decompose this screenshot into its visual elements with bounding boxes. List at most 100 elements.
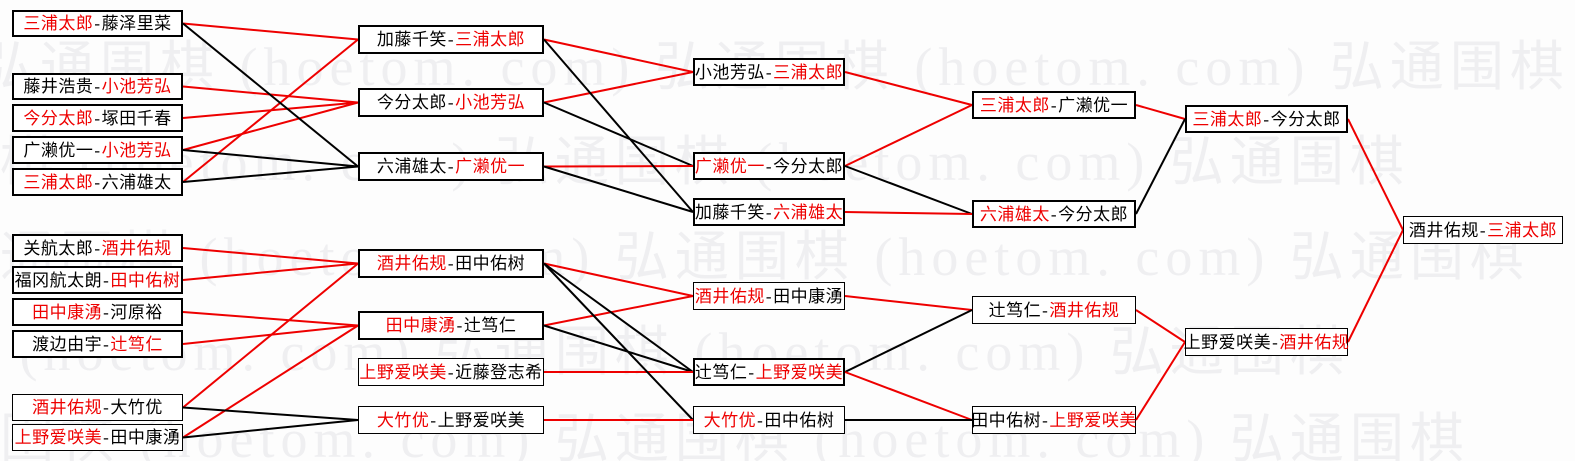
player-left: 酒井佑规 bbox=[376, 254, 447, 273]
player-left: 大竹优 bbox=[703, 410, 757, 430]
match-box[interactable]: 渡边由宇-辻笃仁 bbox=[12, 330, 183, 358]
match-box[interactable]: 六浦雄太-广濑优一 bbox=[358, 152, 544, 181]
player-right: 六浦雄太 bbox=[101, 172, 172, 192]
match-box[interactable]: 田中康湧-辻笃仁 bbox=[358, 311, 544, 340]
player-left: 今分太郎 bbox=[23, 108, 94, 128]
player-right: 三浦太郎 bbox=[455, 30, 526, 49]
player-separator: - bbox=[1042, 300, 1049, 320]
player-left: 酒井佑规 bbox=[1408, 220, 1479, 240]
player-left: 关航太郎 bbox=[23, 238, 94, 258]
match-box[interactable]: 广濑优一-小池芳弘 bbox=[12, 136, 183, 164]
match-box[interactable]: 今分太郎-小池芳弘 bbox=[358, 88, 544, 117]
player-right: 辻笃仁 bbox=[463, 316, 517, 335]
match-box[interactable]: 酒井佑规-三浦太郎 bbox=[1403, 216, 1563, 244]
player-separator: - bbox=[94, 238, 101, 258]
player-separator: - bbox=[765, 62, 773, 82]
player-separator: - bbox=[103, 302, 110, 322]
player-left: 辻笃仁 bbox=[694, 362, 748, 382]
match-box[interactable]: 小池芳弘-三浦太郎 bbox=[693, 58, 845, 86]
player-separator: - bbox=[447, 93, 455, 112]
player-separator: - bbox=[456, 316, 463, 335]
player-left: 广濑优一 bbox=[694, 156, 765, 176]
player-separator: - bbox=[94, 77, 101, 96]
match-box[interactable]: 福冈航太朗-田中佑树 bbox=[12, 266, 183, 294]
player-right: 小池芳弘 bbox=[101, 77, 172, 96]
player-separator: - bbox=[765, 286, 773, 306]
player-right: 酒井佑规 bbox=[1279, 332, 1350, 352]
player-separator: - bbox=[103, 270, 110, 290]
player-right: 小池芳弘 bbox=[101, 140, 172, 160]
player-separator: - bbox=[94, 108, 101, 128]
match-box[interactable]: 田中佑树-上野爱咲美 bbox=[971, 406, 1137, 434]
match-box[interactable]: 三浦太郎-今分太郎 bbox=[1185, 105, 1348, 133]
player-left: 田中康湧 bbox=[32, 302, 103, 322]
match-box[interactable]: 藤井浩贵-小池芳弘 bbox=[12, 73, 183, 100]
match-box[interactable]: 三浦太郎-六浦雄太 bbox=[12, 168, 183, 196]
match-box[interactable]: 上野爱咲美-酒井佑规 bbox=[1183, 328, 1350, 356]
player-right: 广濑优一 bbox=[1058, 95, 1129, 115]
player-right: 六浦雄太 bbox=[773, 202, 844, 222]
player-left: 酒井佑规 bbox=[694, 286, 765, 306]
match-box[interactable]: 今分太郎-塚田千春 bbox=[12, 104, 183, 132]
player-left: 三浦太郎 bbox=[979, 95, 1050, 115]
player-separator: - bbox=[765, 156, 773, 176]
player-separator: - bbox=[1050, 95, 1058, 115]
player-left: 加藤千笑 bbox=[376, 30, 447, 49]
match-box[interactable]: 酒井佑规-田中康湧 bbox=[693, 282, 845, 310]
player-right: 上野爱咲美 bbox=[1049, 410, 1137, 430]
match-box[interactable]: 六浦雄太-今分太郎 bbox=[972, 200, 1136, 228]
player-separator: - bbox=[1050, 204, 1058, 224]
player-separator: - bbox=[447, 157, 455, 176]
player-separator: - bbox=[94, 14, 101, 33]
match-box[interactable]: 大竹优-上野爱咲美 bbox=[358, 406, 544, 434]
player-left: 上野爱咲美 bbox=[14, 428, 103, 447]
player-left: 上野爱咲美 bbox=[1183, 332, 1272, 352]
match-box[interactable]: 田中康湧-河原裕 bbox=[12, 298, 183, 326]
player-right: 酒井佑规 bbox=[101, 238, 172, 258]
player-right: 辻笃仁 bbox=[110, 334, 163, 354]
player-left: 大竹优 bbox=[376, 410, 430, 430]
match-box[interactable]: 上野爱咲美-田中康湧 bbox=[12, 424, 183, 451]
match-box[interactable]: 关航太郎-酒井佑规 bbox=[12, 234, 183, 262]
match-box[interactable]: 三浦太郎-广濑优一 bbox=[972, 91, 1136, 119]
player-separator: - bbox=[94, 140, 101, 160]
player-separator: - bbox=[94, 172, 101, 192]
player-left: 三浦太郎 bbox=[23, 172, 94, 192]
match-box[interactable]: 酒井佑规-田中佑树 bbox=[358, 249, 544, 278]
match-box[interactable]: 广濑优一-今分太郎 bbox=[693, 152, 845, 180]
match-box[interactable]: 上野爱咲美-近藤登志希 bbox=[358, 358, 544, 386]
player-left: 三浦太郎 bbox=[23, 14, 94, 33]
player-separator: - bbox=[447, 30, 455, 49]
player-left: 藤井浩贵 bbox=[23, 77, 94, 96]
player-right: 田中康湧 bbox=[773, 286, 844, 306]
player-separator: - bbox=[103, 398, 110, 417]
player-left: 田中佑树 bbox=[971, 410, 1042, 430]
player-left: 加藤千笑 bbox=[694, 202, 765, 222]
player-right: 塚田千春 bbox=[101, 108, 172, 128]
player-right: 上野爱咲美 bbox=[755, 362, 844, 382]
player-left: 上野爱咲美 bbox=[359, 362, 447, 382]
player-left: 六浦雄太 bbox=[376, 157, 447, 176]
player-right: 河原裕 bbox=[110, 302, 163, 322]
player-separator: - bbox=[1263, 109, 1270, 129]
match-box[interactable]: 三浦太郎-藤泽里菜 bbox=[12, 10, 183, 37]
match-box[interactable]: 大竹优-田中佑树 bbox=[693, 406, 845, 434]
player-right: 田中佑树 bbox=[764, 410, 835, 430]
player-right: 田中康湧 bbox=[110, 428, 181, 447]
player-right: 大竹优 bbox=[110, 398, 163, 417]
player-left: 广濑优一 bbox=[23, 140, 94, 160]
player-right: 酒井佑规 bbox=[1049, 300, 1120, 320]
match-box[interactable]: 酒井佑规-大竹优 bbox=[12, 394, 183, 421]
player-separator: - bbox=[1479, 220, 1487, 240]
match-box[interactable]: 辻笃仁-上野爱咲美 bbox=[693, 358, 845, 386]
player-separator: - bbox=[765, 202, 773, 222]
player-right: 田中佑树 bbox=[455, 254, 526, 273]
match-box[interactable]: 加藤千笑-六浦雄太 bbox=[693, 198, 845, 226]
player-right: 今分太郎 bbox=[773, 156, 844, 176]
match-box[interactable]: 加藤千笑-三浦太郎 bbox=[358, 25, 544, 54]
player-left: 渡边由宇 bbox=[32, 334, 103, 354]
match-box[interactable]: 辻笃仁-酒井佑规 bbox=[972, 296, 1136, 324]
player-separator: - bbox=[103, 428, 110, 447]
player-separator: - bbox=[430, 410, 437, 430]
